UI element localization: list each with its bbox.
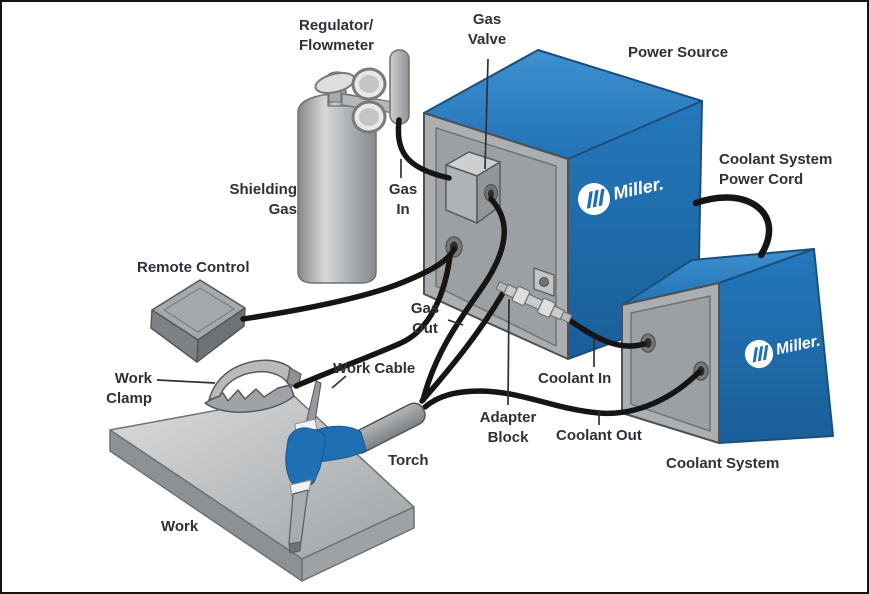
label-power-source: Power Source: [628, 44, 729, 61]
label-gas-valve: Gas Valve: [456, 10, 518, 50]
regulator-gauge-upper-face: [359, 75, 379, 93]
adapter-bracket-hole: [539, 277, 549, 287]
miller-logo-slash: [598, 188, 605, 207]
coolant-system-box: Miller.: [621, 248, 834, 444]
coolant-system-power-cord-line: [692, 194, 773, 259]
torch-head: [285, 427, 326, 488]
label-line: Adapter: [479, 409, 537, 426]
gas-valve-hole-center: [488, 189, 494, 199]
label-remote-control: Remote Control: [137, 259, 250, 276]
miller-logo-slash: [592, 189, 599, 208]
label-shielding-gas: Shielding Gas: [205, 180, 298, 220]
torch-arm: [313, 425, 367, 463]
label-gas-out: Gas Out: [395, 299, 455, 339]
label-adapter-block: Adapter Block: [473, 408, 543, 448]
label-coolant-out: Coolant Out: [556, 427, 642, 444]
flowmeter-tube: [389, 49, 410, 125]
adapter-nut-left: [511, 286, 531, 306]
label-line: Flowmeter: [299, 37, 375, 54]
miller-logo-slash: [586, 191, 593, 209]
label-line: Gas: [388, 181, 418, 198]
leader-lines: [156, 58, 600, 425]
label-line: Clamp: [106, 390, 152, 407]
gas-in-hose: [395, 117, 452, 181]
regulator-disc: [314, 72, 356, 94]
work-plate: [109, 395, 415, 582]
work-cable-line: [293, 253, 453, 389]
adapter-tip-right: [560, 311, 573, 324]
coolant-out-hose: [422, 369, 702, 417]
gas-valve-block: [445, 151, 501, 224]
coolant-in-hose: [562, 314, 647, 349]
label-coolant-system-power-cord: Coolant System Power Cord: [719, 150, 832, 190]
coolant-panel-recess: [630, 295, 711, 432]
gas-out-hose: [420, 196, 507, 403]
label-coolant-system: Coolant System: [666, 455, 780, 472]
label-gas-in: Gas In: [383, 180, 423, 220]
cables: [240, 117, 773, 417]
torch-nozzle-tip: [288, 541, 302, 554]
torch-illustration: [285, 380, 426, 554]
label-work-clamp: Work Clamp: [98, 369, 152, 409]
miller-logo-slash: [763, 344, 769, 361]
miller-logo-slash: [757, 345, 764, 362]
label-torch: Torch: [388, 452, 429, 469]
work-clamp-jaw: [204, 384, 295, 413]
remote-control-pedal: [150, 279, 246, 363]
label-line: Power Cord: [719, 171, 804, 188]
torch-power-cable: [419, 290, 506, 404]
label-work: Work: [161, 518, 199, 535]
regulator-flowmeter: [314, 49, 410, 134]
label-line: In: [396, 201, 410, 218]
label-regulator-flowmeter: Regulator/ Flowmeter: [299, 16, 374, 56]
adapter-block-leader-line: [507, 298, 510, 406]
label-line: Regulator/: [299, 17, 374, 34]
miller-logo-slash: [752, 347, 758, 363]
work-clamp-leader-line: [156, 379, 216, 384]
pedal-side: [196, 307, 246, 363]
remote-control-cable: [240, 246, 457, 322]
regulator-gauge-lower-face: [359, 108, 379, 126]
adapter-nut-right: [537, 297, 556, 318]
work-cable-leader-line: [331, 375, 347, 389]
label-line: Block: [487, 429, 529, 446]
gas-valve-leader-line: [484, 58, 489, 170]
label-line: Out: [412, 320, 438, 337]
label-line: Gas: [410, 300, 440, 317]
cylinder-body: [297, 93, 377, 284]
label-work-cable: Work Cable: [333, 360, 416, 377]
label-line: Gas: [268, 201, 297, 218]
pedal-top-inset: [163, 287, 235, 333]
label-line: Shielding: [229, 181, 298, 198]
label-line: Gas: [472, 11, 502, 28]
label-line: Coolant System: [719, 151, 833, 168]
label-coolant-in: Coolant In: [538, 370, 612, 387]
adapter-block-illustration: [495, 267, 573, 324]
label-line: Work: [114, 370, 152, 387]
label-line: Valve: [467, 31, 507, 48]
gas-out-leader-line: [447, 319, 464, 326]
work-plate-right-edge: [301, 506, 415, 582]
